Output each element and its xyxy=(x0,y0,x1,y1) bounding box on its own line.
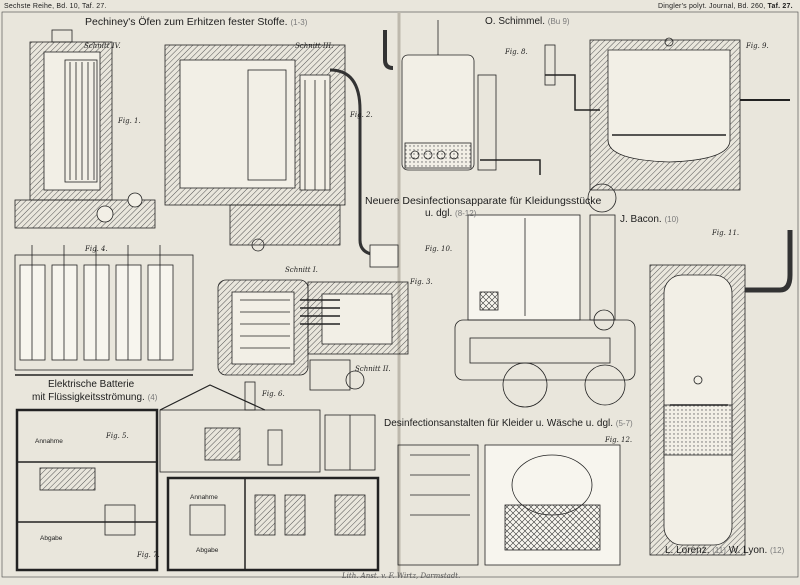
fig12-apparatus xyxy=(397,444,621,566)
title-lorenz-ref: (11) xyxy=(712,546,726,555)
fig11-vessel xyxy=(649,230,793,556)
title-lyon-ref: (12) xyxy=(770,546,785,555)
label-fig10: Fig. 10. xyxy=(425,245,453,253)
label-schnitt-iv: Schnitt IV. xyxy=(84,42,121,50)
label-fig1: Fig. 1. xyxy=(118,117,141,125)
title-batterie-text: mit Flüssigkeitsströmung. xyxy=(32,392,145,403)
fig6-building xyxy=(159,381,376,473)
label-schnitt-ii: Schnitt II. xyxy=(355,365,391,373)
label-annahme-fig7: Annahme xyxy=(190,494,218,501)
fig7-floor-plan xyxy=(166,476,380,572)
title-desinfection-apparatus: Neuere Desinfectionsapparate für Kleidun… xyxy=(365,195,602,207)
label-fig6: Fig. 6. xyxy=(262,390,285,398)
label-abgabe-fig5: Abgabe xyxy=(40,535,63,542)
fig2-furnace-section xyxy=(164,44,399,268)
title-lorenz-lyon: L. Lorenz. (11) W. Lyon. (12) xyxy=(665,546,784,556)
title-bacon: J. Bacon. (10) xyxy=(620,215,679,225)
label-schnitt-i: Schnitt I. xyxy=(285,266,318,274)
title-schimmel-text: O. Schimmel. xyxy=(485,16,546,27)
label-fig9: Fig. 9. xyxy=(746,42,769,50)
fig8-apparatus xyxy=(383,20,541,175)
fig10-disinfector xyxy=(454,183,636,408)
title-schimmel: O. Schimmel. (Bu 9) xyxy=(485,17,570,27)
title-lorenz-text: L. Lorenz. xyxy=(665,545,710,556)
fig3-furnace-plan xyxy=(217,279,409,391)
title-pechiney-text: Pechiney's Öfen zum Erhitzen fester Stof… xyxy=(85,16,288,28)
title-schimmel-ref: (Bu 9) xyxy=(547,17,570,26)
label-fig4: Fig. 4. xyxy=(85,245,108,253)
journal-header: Dingler's polyt. Journal, Bd. 260, Taf. … xyxy=(658,3,793,10)
title-anstalten-text: Desinfectionsanstalten für Kleider u. Wä… xyxy=(384,418,614,429)
label-fig8: Fig. 8. xyxy=(505,48,528,56)
lithographer-imprint: Lith. Anst. v. F. Wirtz, Darmstadt. xyxy=(342,572,461,580)
title-pechiney-ref: (1-3) xyxy=(290,18,308,27)
label-fig5: Fig. 5. xyxy=(106,432,129,440)
title-batterie: Elektrische Batterie xyxy=(48,379,135,390)
title-anstalten-ref: (5-7) xyxy=(615,419,633,428)
title-desinf-ref: (8-12) xyxy=(455,209,477,218)
title-batterie-2: mit Flüssigkeitsströmung. (4) xyxy=(32,393,157,403)
label-fig7: Fig. 7. xyxy=(137,551,160,559)
label-fig12: Fig. 12. xyxy=(605,436,633,444)
label-schnitt-iii: Schnitt III. xyxy=(295,42,334,50)
label-fig2: Fig. 2. xyxy=(350,111,373,119)
title-lyon-text: W. Lyon. xyxy=(728,545,768,556)
title-batterie-ref: (4) xyxy=(147,393,158,402)
title-desinfection-apparatus-2: u. dgl. (8-12) xyxy=(425,209,476,219)
fig1-furnace-section xyxy=(14,29,156,229)
title-anstalten: Desinfectionsanstalten für Kleider u. Wä… xyxy=(384,419,633,429)
series-header: Sechste Reihe, Bd. 10, Taf. 27. xyxy=(4,3,107,10)
label-annahme-fig5: Annahme xyxy=(35,438,63,445)
fig9-boiler xyxy=(544,37,790,191)
fig5-floor-plan xyxy=(15,408,159,572)
title-bacon-text: J. Bacon. xyxy=(620,214,662,225)
journal-title: Dingler's polyt. Journal, Bd. 260, xyxy=(658,3,766,10)
label-fig3: Fig. 3. xyxy=(410,278,433,286)
title-bacon-ref: (10) xyxy=(664,215,679,224)
label-fig11: Fig. 11. xyxy=(712,229,740,237)
fig4-battery xyxy=(14,245,194,376)
label-abgabe-fig7: Abgabe xyxy=(196,547,219,554)
plate-number: Taf. 27. xyxy=(767,3,793,10)
title-desinf-udgl: u. dgl. xyxy=(425,208,453,219)
title-pechiney: Pechiney's Öfen zum Erhitzen fester Stof… xyxy=(85,17,307,28)
